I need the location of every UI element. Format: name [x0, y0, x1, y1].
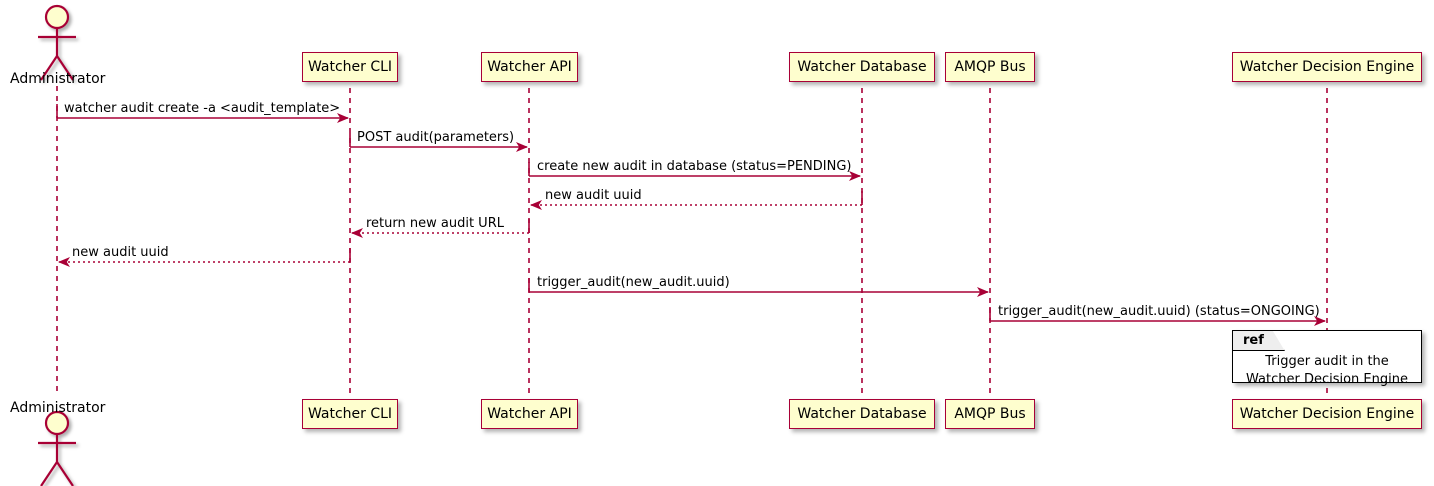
participant-engine-top[interactable]: Watcher Decision Engine	[1232, 52, 1422, 82]
participant-label: Watcher Decision Engine	[1239, 59, 1415, 75]
actor-administrator-top	[38, 4, 76, 81]
fragment-body-line-2: Watcher Decision Engine	[1246, 371, 1408, 387]
participant-label: Watcher Database	[797, 406, 927, 422]
actor-administrator-top-head	[44, 4, 70, 30]
participant-label: Watcher Decision Engine	[1239, 406, 1415, 422]
participant-database-top[interactable]: Watcher Database	[789, 52, 935, 82]
participant-amqp-bottom[interactable]: AMQP Bus	[945, 399, 1035, 429]
message-label-3: create new audit in database (status=PEN…	[537, 159, 852, 174]
actor-label-administrator-bottom: Administrator	[10, 400, 106, 416]
message-label-7: trigger_audit(new_audit.uuid)	[537, 275, 730, 290]
message-label-5: return new audit URL	[366, 216, 504, 231]
participant-label: AMQP Bus	[954, 406, 1026, 422]
participant-label: Watcher CLI	[307, 59, 393, 75]
message-label-8: trigger_audit(new_audit.uuid) (status=ON…	[998, 304, 1320, 319]
message-label-1: watcher audit create -a <audit_template>	[64, 101, 341, 116]
participant-label: AMQP Bus	[954, 59, 1026, 75]
actor-administrator-bottom-leg-right	[56, 461, 74, 486]
message-label-6: new audit uuid	[72, 245, 169, 260]
participant-cli-top[interactable]: Watcher CLI	[302, 52, 398, 82]
participant-label: Watcher CLI	[307, 406, 393, 422]
participant-engine-bottom[interactable]: Watcher Decision Engine	[1232, 399, 1422, 429]
actor-administrator-bottom-leg-left	[40, 461, 58, 486]
message-label-2: POST audit(parameters)	[357, 130, 515, 145]
fragment-body-line-1: Trigger audit in the	[1265, 354, 1389, 369]
participant-api-bottom[interactable]: Watcher API	[481, 399, 578, 429]
participant-label: Watcher API	[487, 406, 572, 422]
message-label-4: new audit uuid	[545, 188, 642, 203]
actor-administrator-bottom	[38, 410, 76, 486]
participant-cli-bottom[interactable]: Watcher CLI	[302, 399, 398, 429]
fragment-tab-label: ref	[1233, 331, 1285, 351]
actor-label-administrator-top: Administrator	[10, 71, 106, 87]
lifelines-group	[56, 86, 1328, 398]
participant-api-top[interactable]: Watcher API	[481, 52, 578, 82]
participant-amqp-top[interactable]: AMQP Bus	[945, 52, 1035, 82]
participant-label: Watcher API	[487, 59, 572, 75]
participant-label: Watcher Database	[797, 59, 927, 75]
participant-database-bottom[interactable]: Watcher Database	[789, 399, 935, 429]
